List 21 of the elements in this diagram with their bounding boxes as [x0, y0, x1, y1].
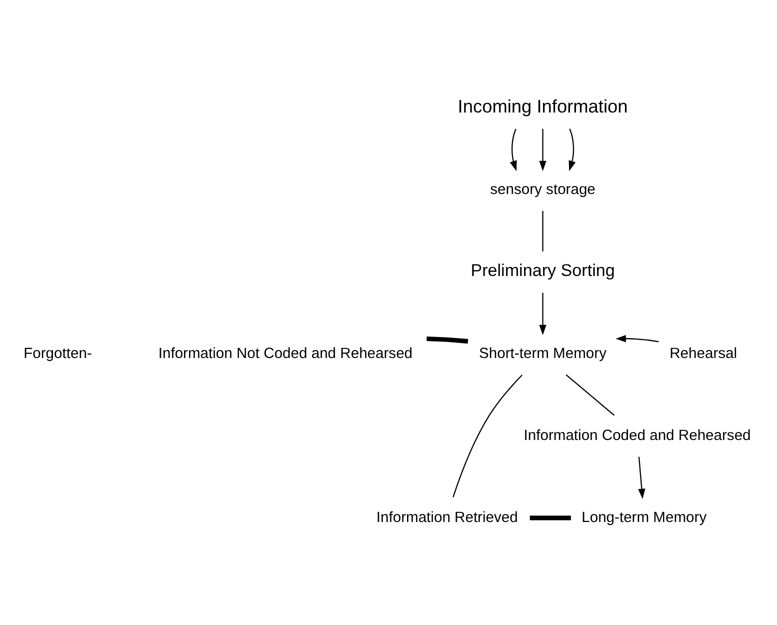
connector [542, 210, 544, 251]
arrow [539, 128, 546, 171]
node-text: Information Coded and Rehearsed [524, 427, 751, 444]
arrow [539, 292, 546, 335]
connector [426, 336, 468, 344]
arrow [568, 128, 576, 171]
node-text: Incoming Information [458, 96, 628, 116]
node-text: Rehearsal [670, 345, 738, 362]
node-text: Forgotten- [24, 345, 92, 362]
node-text: sensory storage [490, 181, 596, 198]
node-text: Long-term Memory [582, 509, 707, 526]
node-text: Information Not Coded and Rehearsed [158, 345, 413, 362]
node-text: Information Retrieved [376, 509, 518, 526]
node-text: Preliminary Sorting [470, 260, 615, 280]
connector [566, 374, 615, 416]
arrow [616, 334, 659, 342]
arrow [638, 456, 646, 499]
connector [530, 515, 571, 520]
node-text: Short-term Memory [479, 345, 606, 362]
arrow [510, 128, 517, 171]
connector [452, 374, 523, 497]
